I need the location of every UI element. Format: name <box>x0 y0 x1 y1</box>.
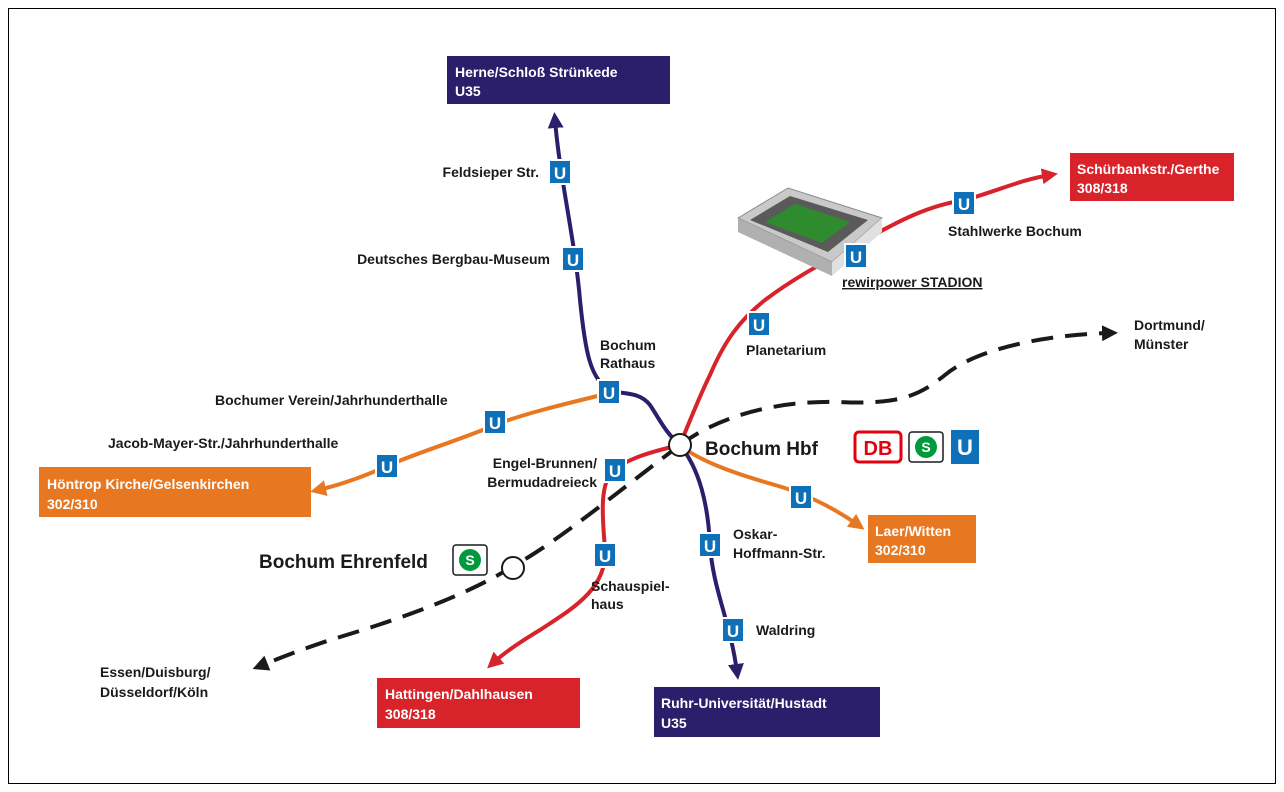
svg-text:U: U <box>567 251 579 270</box>
line-orange-west <box>310 391 611 497</box>
svg-text:Schürbankstr./Gerthe: Schürbankstr./Gerthe <box>1077 161 1220 177</box>
ubahn-icon: U <box>593 542 617 568</box>
svg-text:Hattingen/Dahlhausen: Hattingen/Dahlhausen <box>385 686 533 702</box>
ubahn-icon: U <box>698 532 722 558</box>
label-planetarium: Planetarium <box>746 342 826 358</box>
svg-text:Ruhr-Universität/Hustadt: Ruhr-Universität/Hustadt <box>661 695 827 711</box>
label-waldring: Waldring <box>756 622 815 638</box>
svg-text:U: U <box>599 547 611 566</box>
svg-text:Herne/Schloß Strünkede: Herne/Schloß Strünkede <box>455 64 618 80</box>
line-orange-east <box>678 443 865 530</box>
svg-text:U: U <box>753 316 765 335</box>
svg-text:Höntrop Kirche/Gelsenkirchen: Höntrop Kirche/Gelsenkirchen <box>47 476 249 492</box>
ubahn-icon: U <box>483 409 507 435</box>
ubahn-icon: U <box>561 246 585 272</box>
svg-text:U: U <box>850 248 862 267</box>
svg-text:U: U <box>958 195 970 214</box>
svg-text:308/318: 308/318 <box>385 706 436 722</box>
ubahn-icon-large: U <box>951 430 979 464</box>
svg-text:U35: U35 <box>455 83 481 99</box>
station-hbf-marker[interactable] <box>668 433 692 457</box>
label-schau-1: Schauspiel- <box>591 578 670 594</box>
ubahn-icon: U <box>789 484 813 510</box>
label-bergbau: Deutsches Bergbau-Museum <box>357 251 550 267</box>
svg-text:U: U <box>727 622 739 641</box>
destination-gerthe[interactable]: Schürbankstr./Gerthe 308/318 <box>1070 153 1234 201</box>
label-rathaus-2: Rathaus <box>600 355 655 371</box>
svg-text:U: U <box>381 458 393 477</box>
label-engel-2: Bermudadreieck <box>487 474 597 490</box>
rail-line-essen <box>252 443 682 671</box>
label-dortmund-2: Münster <box>1134 336 1189 352</box>
label-hbf[interactable]: Bochum Hbf <box>705 439 819 460</box>
destination-herne[interactable]: Herne/Schloß Strünkede U35 <box>447 56 670 104</box>
line-u35-north <box>547 112 682 447</box>
svg-text:U: U <box>489 414 501 433</box>
svg-text:302/310: 302/310 <box>47 496 98 512</box>
svg-text:U: U <box>957 435 973 460</box>
svg-text:U: U <box>603 384 615 403</box>
label-stadion[interactable]: rewirpower STADION <box>842 274 983 290</box>
svg-text:U: U <box>704 537 716 556</box>
svg-text:308/318: 308/318 <box>1077 180 1128 196</box>
label-essen-1: Essen/Duisburg/ <box>100 664 211 680</box>
svg-text:U: U <box>554 164 566 183</box>
ubahn-icon: U <box>597 379 621 405</box>
svg-text:302/310: 302/310 <box>875 542 926 558</box>
svg-text:U35: U35 <box>661 715 687 731</box>
label-jacob: Jacob-Mayer-Str./Jahrhunderthalle <box>108 435 339 451</box>
destination-hustadt[interactable]: Ruhr-Universität/Hustadt U35 <box>654 687 880 737</box>
label-dortmund-1: Dortmund/ <box>1134 317 1205 333</box>
ubahn-icon: U <box>721 617 745 643</box>
ubahn-icon: U <box>747 311 771 337</box>
label-essen-2: Düsseldorf/Köln <box>100 684 208 700</box>
label-schau-2: haus <box>591 596 624 612</box>
label-ehrenfeld[interactable]: Bochum Ehrenfeld <box>259 552 428 573</box>
sbahn-icon: S <box>452 544 488 576</box>
ubahn-icon: U <box>375 453 399 479</box>
label-verein: Bochumer Verein/Jahrhunderthalle <box>215 392 448 408</box>
ubahn-icon: U <box>844 243 868 269</box>
label-oskar-1: Oskar- <box>733 526 778 542</box>
svg-text:S: S <box>921 439 930 455</box>
label-feldsieper: Feldsieper Str. <box>443 164 539 180</box>
destination-dahlhausen[interactable]: Hattingen/Dahlhausen 308/318 <box>377 678 580 728</box>
svg-text:U: U <box>795 489 807 508</box>
destination-witten[interactable]: Laer/Witten 302/310 <box>868 515 976 563</box>
svg-text:U: U <box>609 462 621 481</box>
svg-text:DB: DB <box>864 438 893 460</box>
db-icon: DB <box>853 430 903 464</box>
ubahn-icon: U <box>548 159 572 185</box>
svg-text:S: S <box>465 552 474 568</box>
label-oskar-2: Hoffmann-Str. <box>733 545 826 561</box>
sbahn-icon: S <box>908 431 944 463</box>
destination-hoentrop[interactable]: Höntrop Kirche/Gelsenkirchen 302/310 <box>39 467 311 517</box>
label-engel-1: Engel-Brunnen/ <box>493 455 597 471</box>
svg-text:Laer/Witten: Laer/Witten <box>875 523 951 539</box>
station-ehrenfeld-marker[interactable] <box>501 556 525 580</box>
ubahn-icon: U <box>952 190 976 216</box>
ubahn-icon: U <box>603 457 627 483</box>
label-stahlwerke: Stahlwerke Bochum <box>948 223 1082 239</box>
label-rathaus-1: Bochum <box>600 337 656 353</box>
rail-line-dortmund <box>678 325 1118 447</box>
